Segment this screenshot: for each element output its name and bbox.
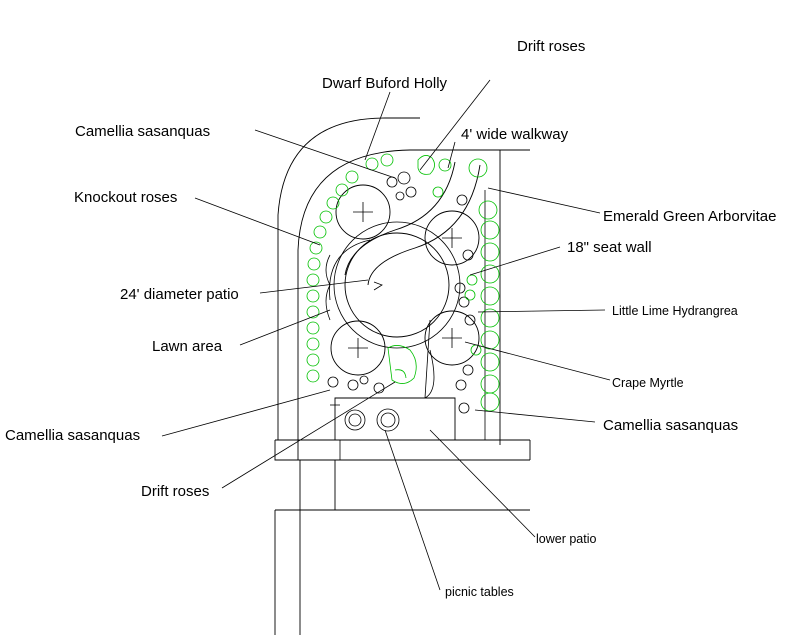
label-crape-myrtle: Crape Myrtle [612, 376, 684, 390]
label-lawn: Lawn area [152, 338, 223, 355]
label-dwarf-buford-holly: Dwarf Buford Holly [322, 75, 448, 92]
label-camellia-top: Camellia sasanquas [75, 123, 210, 140]
picnic-table [344, 409, 366, 431]
label-camellia-left: Camellia sasanquas [5, 427, 140, 444]
label-little-lime: Little Lime Hydrangrea [612, 304, 738, 318]
tree-symbol [424, 310, 480, 366]
label-patio: 24' diameter patio [120, 286, 239, 303]
leader-lines [161, 79, 611, 591]
patio-area [333, 221, 461, 349]
green-plantings [306, 153, 500, 412]
label-drift-roses-top: Drift roses [517, 38, 585, 55]
shrub-circles [327, 171, 476, 414]
tree-symbol [335, 184, 391, 240]
seat-wall-arc [333, 221, 461, 349]
label-seat-wall: 18" seat wall [567, 239, 652, 256]
picnic-table [376, 408, 400, 432]
label-camellia-right: Camellia sasanquas [603, 417, 738, 434]
structure-lines [274, 117, 531, 635]
crape-myrtle-trees [330, 184, 480, 376]
tree-symbol [330, 320, 386, 376]
label-emerald-arborvitae: Emerald Green Arborvitae [603, 208, 776, 225]
patio-circle [344, 232, 450, 338]
label-walkway: 4' wide walkway [461, 126, 569, 143]
label-knockout-roses: Knockout roses [74, 189, 177, 206]
picnic-tables [344, 408, 400, 432]
label-drift-roses-bottom: Drift roses [141, 483, 209, 500]
label-picnic-tables: picnic tables [445, 585, 514, 599]
labels: Drift roses Dwarf Buford Holly Camellia … [5, 38, 776, 599]
label-lower-patio: lower patio [536, 532, 596, 546]
tree-symbol [424, 210, 480, 266]
